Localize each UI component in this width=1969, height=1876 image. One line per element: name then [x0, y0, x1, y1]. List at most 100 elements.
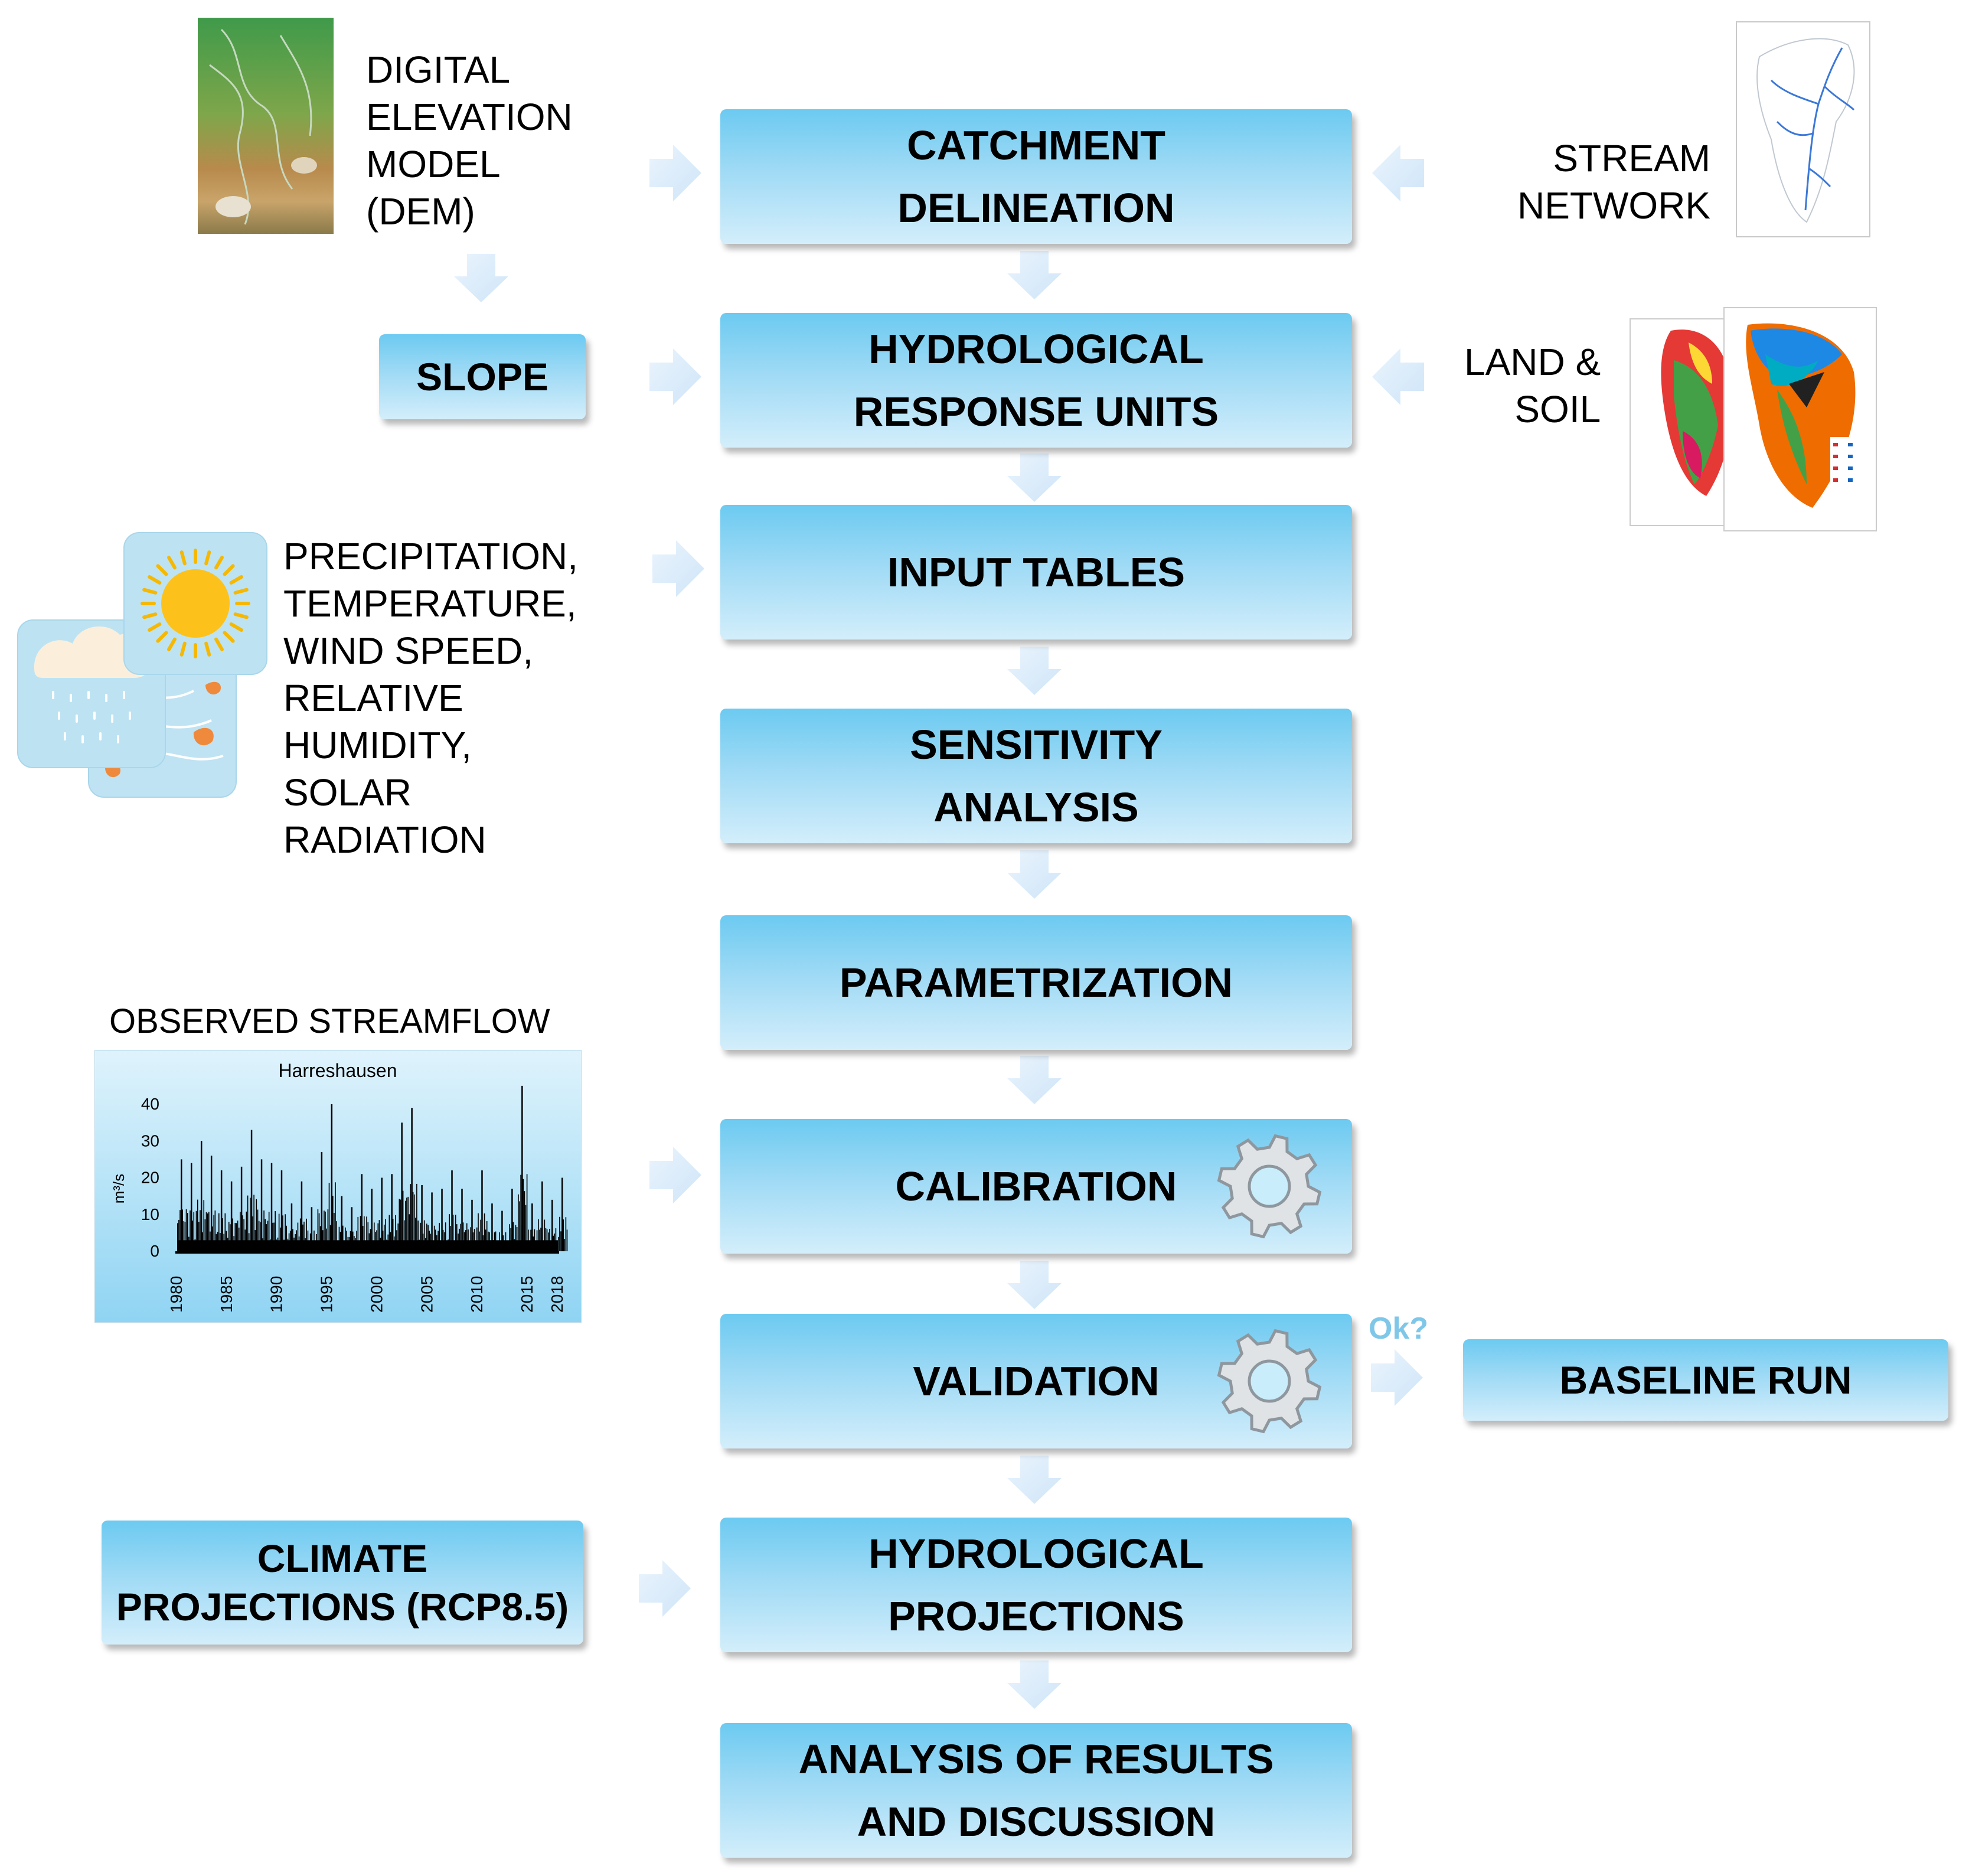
streamflow-peak	[290, 1203, 293, 1251]
streamflow-bar	[268, 1212, 270, 1251]
step-calibration: CALIBRATION	[720, 1119, 1352, 1254]
streamflow-bar	[416, 1183, 417, 1251]
streamflow-bar	[201, 1203, 202, 1251]
gear-icon	[1217, 1134, 1322, 1239]
sun-ray	[167, 556, 177, 570]
step-sensitivity-label: SENSITIVITY ANALYSIS	[910, 722, 1163, 830]
streamflow-bar	[364, 1216, 365, 1251]
streamflow-peak	[250, 1130, 253, 1251]
streamflow-bar	[378, 1220, 380, 1251]
streamflow-bar	[451, 1224, 453, 1251]
streamflow-bar	[450, 1226, 452, 1251]
streamflow-bar	[484, 1213, 485, 1251]
streamflow-bar	[177, 1223, 178, 1251]
streamflow-bar	[306, 1218, 307, 1251]
y-tick-label: 20	[141, 1169, 159, 1187]
streamflow-bar	[251, 1208, 252, 1251]
streamflow-peak	[391, 1174, 393, 1251]
streamflow-bar	[182, 1209, 183, 1251]
streamflow-peak	[561, 1177, 563, 1251]
streamflow-bar	[187, 1213, 188, 1251]
gear-icon	[1217, 1329, 1322, 1434]
streamflow-bar	[388, 1215, 390, 1251]
step-input-label: INPUT TABLES	[887, 549, 1186, 595]
box-climate-projections: CLIMATE PROJECTIONS (RCP8.5)	[102, 1521, 583, 1645]
streamflow-bar	[246, 1211, 247, 1251]
y-tick-label: 30	[141, 1131, 159, 1150]
arrow-stream-catchment	[1372, 145, 1424, 201]
streamflow-bar	[238, 1227, 240, 1251]
streamflow-bar	[413, 1194, 415, 1251]
streamflow-bar	[515, 1225, 517, 1251]
streamflow-bar	[566, 1229, 568, 1251]
streamflow-bar	[259, 1222, 261, 1251]
streamflow-bar	[383, 1224, 385, 1251]
streamflow-peak	[431, 1192, 433, 1251]
streamflow-bar	[232, 1218, 233, 1251]
streamflow-bar	[338, 1226, 340, 1251]
slope-label: SLOPE	[416, 355, 548, 399]
streamflow-bar	[195, 1211, 197, 1251]
streamflow-bar	[544, 1219, 546, 1251]
step-catchment-delineation: CATCHMENT DELINEATION	[720, 109, 1352, 244]
streamflow-bar	[213, 1215, 215, 1251]
x-tick-label: 1990	[267, 1276, 286, 1313]
arrow-down-1	[1007, 251, 1062, 299]
streamflow-peak	[361, 1174, 363, 1251]
streamflow-bar	[385, 1219, 386, 1251]
streamflow-bar	[345, 1227, 346, 1251]
streamflow-bar	[433, 1225, 435, 1251]
streamflow-bar	[491, 1228, 493, 1251]
streamflow-bar	[336, 1221, 337, 1251]
streamflow-peak	[501, 1211, 503, 1251]
streamflow-bar	[521, 1225, 523, 1251]
sun-ray	[233, 588, 249, 595]
sun-ray	[204, 641, 211, 657]
streamflow-bar	[391, 1221, 393, 1251]
streamflow-peak	[381, 1177, 383, 1251]
streamflow-bar	[282, 1215, 283, 1251]
streamflow-bar	[257, 1209, 259, 1251]
streamflow-bar	[417, 1220, 419, 1251]
streamflow-bar	[421, 1226, 423, 1251]
sun-ray	[214, 556, 224, 570]
streamflow-bar	[510, 1228, 511, 1251]
ok-label: Ok?	[1369, 1311, 1429, 1346]
sun-ray	[142, 612, 158, 619]
streamflow-bar	[565, 1217, 567, 1251]
streamflow-bar	[367, 1222, 369, 1251]
streamflow-bar	[399, 1199, 400, 1251]
chart-ylabel: m³/s	[110, 1174, 128, 1204]
arrow-down-4	[1007, 850, 1062, 899]
sun-ray	[148, 575, 162, 585]
streamflow-peak	[220, 1170, 223, 1251]
streamflow-bar	[279, 1227, 281, 1251]
streamflow-bar	[286, 1225, 288, 1251]
streamflow-bar	[452, 1215, 454, 1251]
streamflow-bar	[456, 1224, 458, 1251]
streamflow-bar	[366, 1216, 367, 1251]
streamflow-bar	[431, 1224, 433, 1251]
streamflow-bar	[403, 1220, 405, 1251]
streamflow-bar	[486, 1221, 488, 1251]
streamflow-bar	[297, 1222, 299, 1251]
arrow-validation-baseline	[1371, 1349, 1423, 1406]
y-tick-label: 0	[150, 1242, 159, 1260]
streamflow-bar	[362, 1225, 364, 1251]
streamflow-bar	[243, 1219, 244, 1251]
streamflow-peak	[541, 1181, 543, 1251]
streamflow-bar	[334, 1212, 335, 1251]
x-tick-label: 2015	[518, 1276, 536, 1313]
arrow-climate-projections	[639, 1560, 691, 1617]
streamflow-bar	[564, 1239, 566, 1251]
stream-network-label: STREAM NETWORK	[1517, 137, 1711, 227]
sun-ray	[229, 622, 243, 632]
weather-icons	[17, 532, 267, 798]
streamflow-peak	[471, 1199, 473, 1251]
streamflow-bar	[321, 1205, 322, 1251]
land-soil-maps	[1630, 307, 1877, 531]
streamflow-bar	[292, 1229, 293, 1251]
streamflow-bar	[234, 1222, 236, 1251]
streamflow-bar	[516, 1226, 518, 1251]
